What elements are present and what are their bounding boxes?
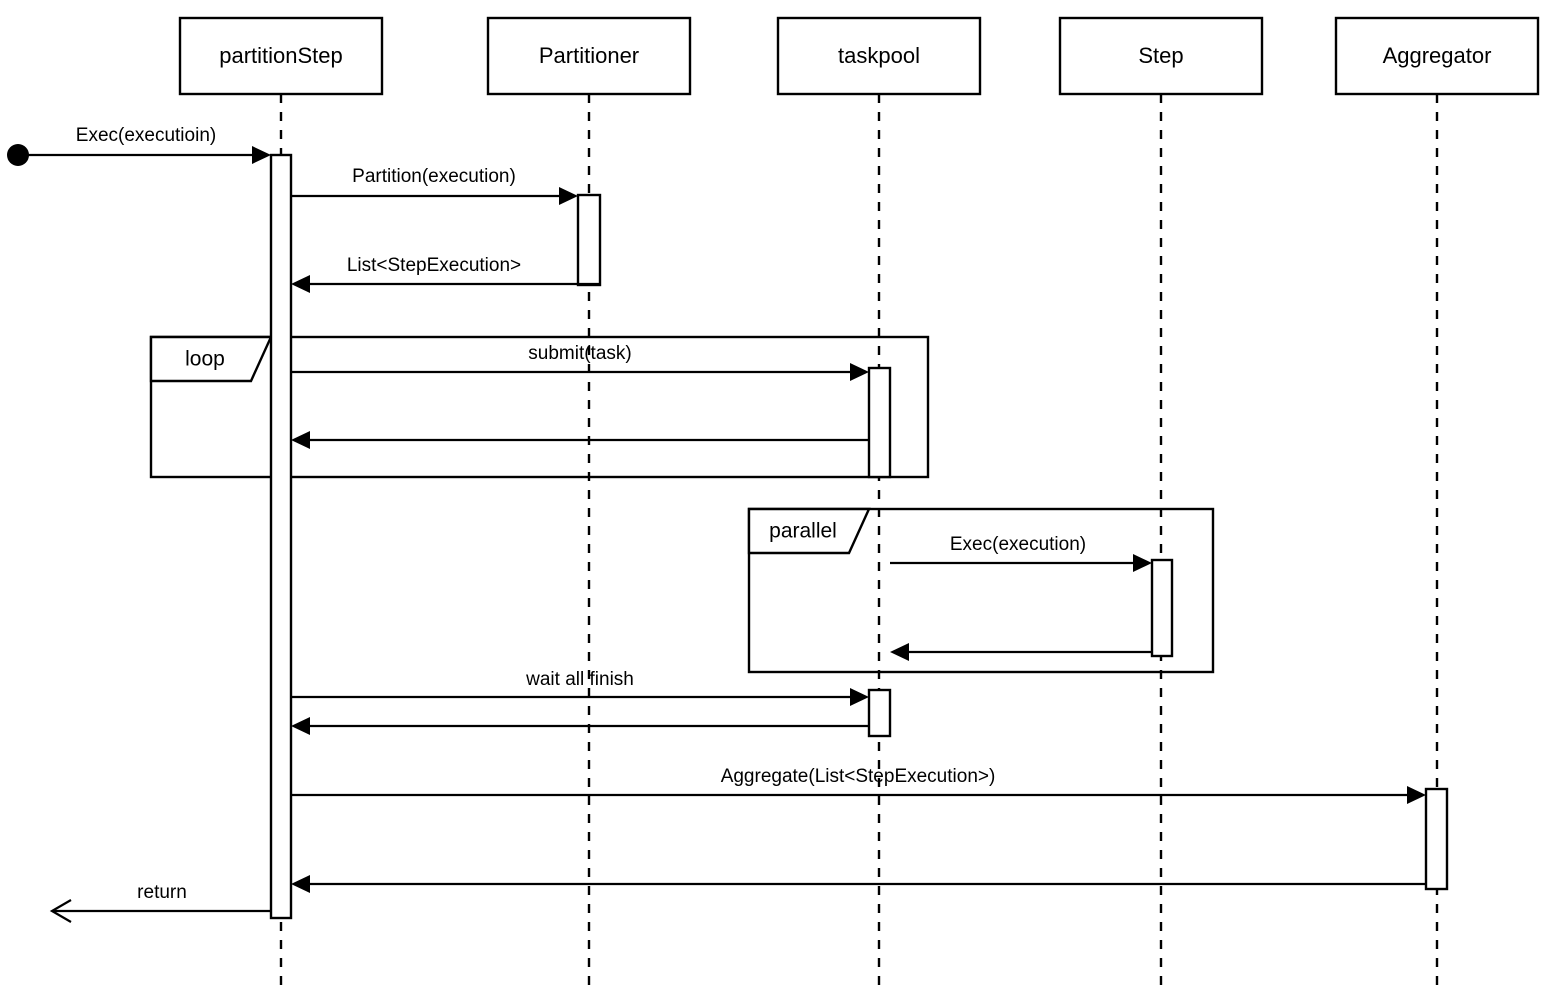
msg-submit-return[interactable] (291, 431, 869, 449)
msg-list-stepexec-label: List<StepExecution> (347, 255, 521, 276)
msg-exec-step-label: Exec(execution) (950, 534, 1086, 555)
fragment-loop-tab-label: loop (185, 348, 225, 371)
msg-aggregate-ret[interactable] (291, 875, 1426, 893)
msg-exec-in[interactable]: Exec(executioin) (18, 125, 271, 164)
msg-aggregate[interactable]: Aggregate(List<StepExecution>) (291, 766, 1426, 804)
lifeline-aggregator[interactable]: Aggregator (1334, 16, 1540, 992)
fragment-parallel-tab (747, 507, 871, 555)
start-point-layer (7, 144, 29, 166)
act-taskpool-submit-bar[interactable] (867, 366, 892, 479)
act-taskpool-submit[interactable] (867, 366, 892, 479)
act-taskpool-wait-bar[interactable] (867, 688, 892, 738)
lifeline-taskpool[interactable]: taskpool (776, 16, 982, 992)
act-taskpool-wait[interactable] (867, 688, 892, 738)
lifeline-label-partitioner: Partitioner (539, 43, 639, 68)
msg-submit-return-arrowhead-solid-icon (291, 431, 310, 449)
act-partitionstep-bar[interactable] (269, 153, 293, 920)
msg-return-arrowhead-open-icon (49, 899, 72, 923)
act-step-exec[interactable] (1150, 558, 1174, 658)
lifeline-label-aggregator: Aggregator (1383, 43, 1492, 68)
msg-submit-task[interactable]: submit(task) (291, 343, 869, 381)
act-partitioner[interactable] (576, 193, 602, 287)
act-aggregator[interactable] (1424, 787, 1449, 891)
lifeline-step[interactable]: Step (1058, 16, 1264, 992)
msg-wait-return[interactable] (291, 717, 869, 735)
fragment-loop-outline[interactable] (149, 335, 930, 479)
lifeline-partitioner[interactable]: Partitioner (486, 16, 692, 992)
start-point-icon (7, 144, 29, 166)
msg-return-label: return (137, 882, 187, 903)
lifeline-header-box-step[interactable] (1058, 16, 1264, 96)
msg-partition[interactable]: Partition(execution) (291, 166, 578, 205)
msg-wait-return-arrowhead-solid-icon (291, 717, 310, 735)
msg-list-stepexec[interactable]: List<StepExecution> (291, 255, 600, 293)
msg-wait-all[interactable]: wait all finish (291, 669, 869, 706)
fragment-loop[interactable]: loop (149, 335, 930, 479)
msg-exec-in-label: Exec(executioin) (76, 125, 216, 146)
lifeline-label-step: Step (1138, 43, 1183, 68)
lifeline-label-partitionStep: partitionStep (219, 43, 343, 68)
msg-aggregate-arrowhead-solid-icon (1407, 786, 1426, 804)
lifeline-header-box-partitioner[interactable] (486, 16, 692, 96)
act-partitioner-bar[interactable] (576, 193, 602, 287)
msg-list-stepexec-arrowhead-solid-icon (291, 275, 310, 293)
activations-layer (269, 153, 1449, 920)
msg-submit-task-label: submit(task) (528, 343, 631, 364)
msg-return[interactable]: return (49, 882, 271, 923)
fragment-parallel-tab-label: parallel (769, 520, 837, 543)
fragment-parallel-outline[interactable] (747, 507, 1215, 674)
fragments-layer: loop parallel (149, 335, 1215, 674)
messages-layer: Exec(executioin) Partition(execution) List… (18, 125, 1426, 923)
act-aggregator-bar[interactable] (1424, 787, 1449, 891)
lifeline-partitionStep[interactable]: partitionStep (178, 16, 384, 992)
msg-aggregate-ret-arrowhead-solid-icon (291, 875, 310, 893)
lifeline-header-box-aggregator[interactable] (1334, 16, 1540, 96)
msg-partition-arrowhead-solid-icon (559, 187, 578, 205)
lifeline-header-box-partitionStep[interactable] (178, 16, 384, 96)
msg-wait-all-label: wait all finish (525, 669, 634, 690)
msg-exec-step[interactable]: Exec(execution) (890, 534, 1152, 572)
fragment-parallel[interactable]: parallel (747, 507, 1215, 674)
act-partitionstep[interactable] (269, 153, 293, 920)
act-step-exec-bar[interactable] (1150, 558, 1174, 658)
msg-exec-step-arrowhead-solid-icon (1133, 554, 1152, 572)
msg-wait-all-arrowhead-solid-icon (850, 688, 869, 706)
fragment-loop-tab (149, 335, 273, 383)
lifeline-label-taskpool: taskpool (838, 43, 920, 68)
msg-step-return[interactable] (890, 643, 1152, 661)
msg-step-return-arrowhead-solid-icon (890, 643, 909, 661)
msg-exec-in-arrowhead-solid-icon (252, 146, 271, 164)
msg-submit-task-arrowhead-solid-icon (850, 363, 869, 381)
msg-aggregate-label: Aggregate(List<StepExecution>) (721, 766, 996, 787)
msg-partition-label: Partition(execution) (352, 166, 516, 187)
